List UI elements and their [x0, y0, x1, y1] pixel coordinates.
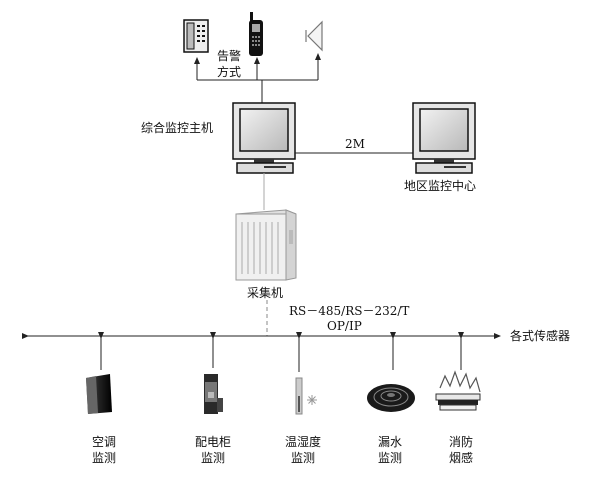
mobile-phone-icon	[249, 12, 263, 56]
alarm-methods-line2: 方式	[216, 65, 242, 79]
sensor-label-line2: 监测	[290, 451, 316, 465]
power-cabinet-icon	[204, 374, 223, 414]
air-conditioner-icon	[86, 374, 112, 414]
bus-protocol-line1: RS－485/RS－232/T	[289, 304, 410, 318]
link-2m-label: 2M	[345, 137, 365, 151]
alarm-methods-label: 告警 方式	[217, 48, 241, 80]
water-leak-sensor-icon	[367, 384, 415, 412]
bus-protocol-line2: OP/IP	[327, 319, 362, 333]
siren-icon	[305, 20, 323, 52]
sensor-label-line2: 烟感	[448, 451, 474, 465]
alarm-connector	[194, 53, 321, 103]
sensor-label-line2: 监测	[200, 451, 226, 465]
main-host-label: 综合监控主机	[141, 121, 214, 135]
smoke-detector-icon	[435, 370, 481, 411]
sensor-label-water-leak: 漏水 监测	[378, 434, 402, 466]
thermo-hygrometer-icon	[295, 377, 317, 415]
collector-label: 采集机	[247, 286, 284, 300]
collector-cabinet	[235, 209, 297, 281]
sensor-label-line1: 配电柜	[194, 435, 232, 449]
sensor-label-line1: 空调	[91, 435, 117, 449]
main-host-computer	[232, 102, 296, 174]
sensor-label-smoke: 消防 烟感	[449, 434, 473, 466]
regional-center-label: 地区监控中心	[404, 179, 477, 193]
sensor-label-line2: 监测	[91, 451, 117, 465]
alarm-methods-line1: 告警	[216, 49, 242, 63]
sensor-connectors	[98, 332, 464, 372]
sensor-label-line1: 漏水	[377, 435, 403, 449]
regional-center-computer	[412, 102, 476, 174]
sensor-label-power-cabinet: 配电柜 监测	[195, 434, 231, 466]
sensor-label-line2: 监测	[377, 451, 403, 465]
sensor-bus-label: 各式传感器	[510, 329, 571, 343]
sensor-label-air-conditioner: 空调 监测	[92, 434, 116, 466]
telephone-icon	[183, 19, 209, 53]
sensor-label-temperature-humidity: 温湿度 监测	[285, 434, 321, 466]
sensor-label-line1: 温湿度	[284, 435, 322, 449]
sensor-label-line1: 消防	[448, 435, 474, 449]
